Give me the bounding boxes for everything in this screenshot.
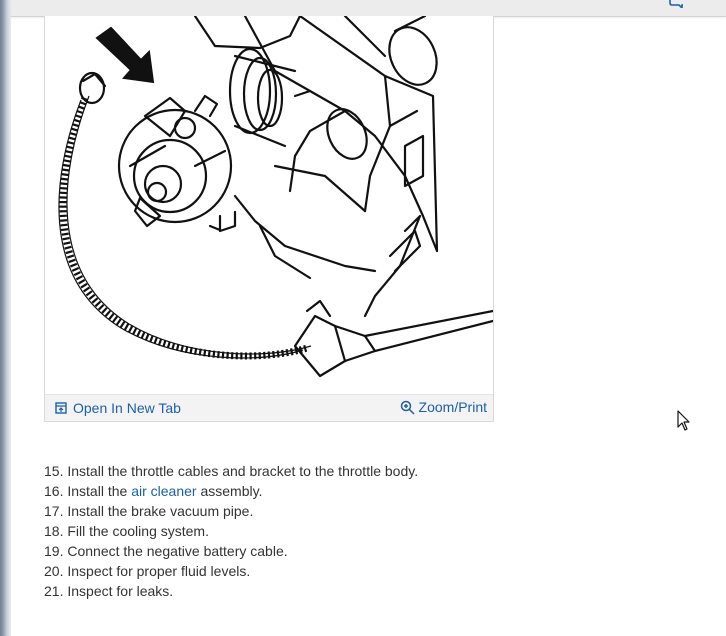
- step-number: 17.: [44, 503, 64, 519]
- top-toolbar: [11, 0, 726, 17]
- step-text: Connect the negative battery cable.: [67, 543, 288, 559]
- zoom-in-icon: [400, 400, 415, 415]
- open-in-new-tab-label: Open In New Tab: [73, 400, 181, 416]
- chat-icon[interactable]: [667, 0, 687, 8]
- zoom-print-label: Zoom/Print: [418, 399, 487, 415]
- list-item: 20. Inspect for proper fluid levels.: [44, 561, 418, 581]
- list-item: 17. Install the brake vacuum pipe.: [44, 501, 418, 521]
- step-text: Install the: [67, 483, 128, 499]
- mouse-pointer-icon: [677, 410, 690, 431]
- illustration-figure: Open In New Tab Zoom/Print: [44, 16, 494, 422]
- figure-toolbar: Open In New Tab Zoom/Print: [45, 394, 493, 421]
- air-cleaner-link[interactable]: air cleaner: [131, 483, 197, 499]
- step-number: 15.: [44, 463, 64, 479]
- open-in-new-tab-link[interactable]: Open In New Tab: [55, 400, 181, 416]
- list-item: 15. Install the throttle cables and brac…: [44, 461, 418, 481]
- zoom-print-link[interactable]: Zoom/Print: [400, 399, 487, 415]
- step-number: 16.: [44, 483, 64, 499]
- list-item: 19. Connect the negative battery cable.: [44, 541, 418, 561]
- procedure-steps-list: 15. Install the throttle cables and brac…: [44, 461, 418, 601]
- list-item: 18. Fill the cooling system.: [44, 521, 418, 541]
- step-text: Install the brake vacuum pipe.: [67, 503, 254, 519]
- throttle-body-illustration: [58, 16, 493, 378]
- step-text: Inspect for proper fluid levels.: [67, 563, 251, 579]
- step-number: 21.: [44, 583, 64, 599]
- list-item: 21. Inspect for leaks.: [44, 581, 418, 601]
- step-number: 20.: [44, 563, 64, 579]
- list-item: 16. Install the air cleaner assembly.: [44, 481, 418, 501]
- step-text: assembly.: [200, 483, 263, 499]
- window-left-edge: [0, 0, 11, 636]
- step-text: Fill the cooling system.: [67, 523, 209, 539]
- step-number: 18.: [44, 523, 64, 539]
- step-text: Install the throttle cables and bracket …: [67, 463, 419, 479]
- step-number: 19.: [44, 543, 64, 559]
- step-text: Inspect for leaks.: [67, 583, 174, 599]
- open-new-tab-icon: [55, 402, 67, 414]
